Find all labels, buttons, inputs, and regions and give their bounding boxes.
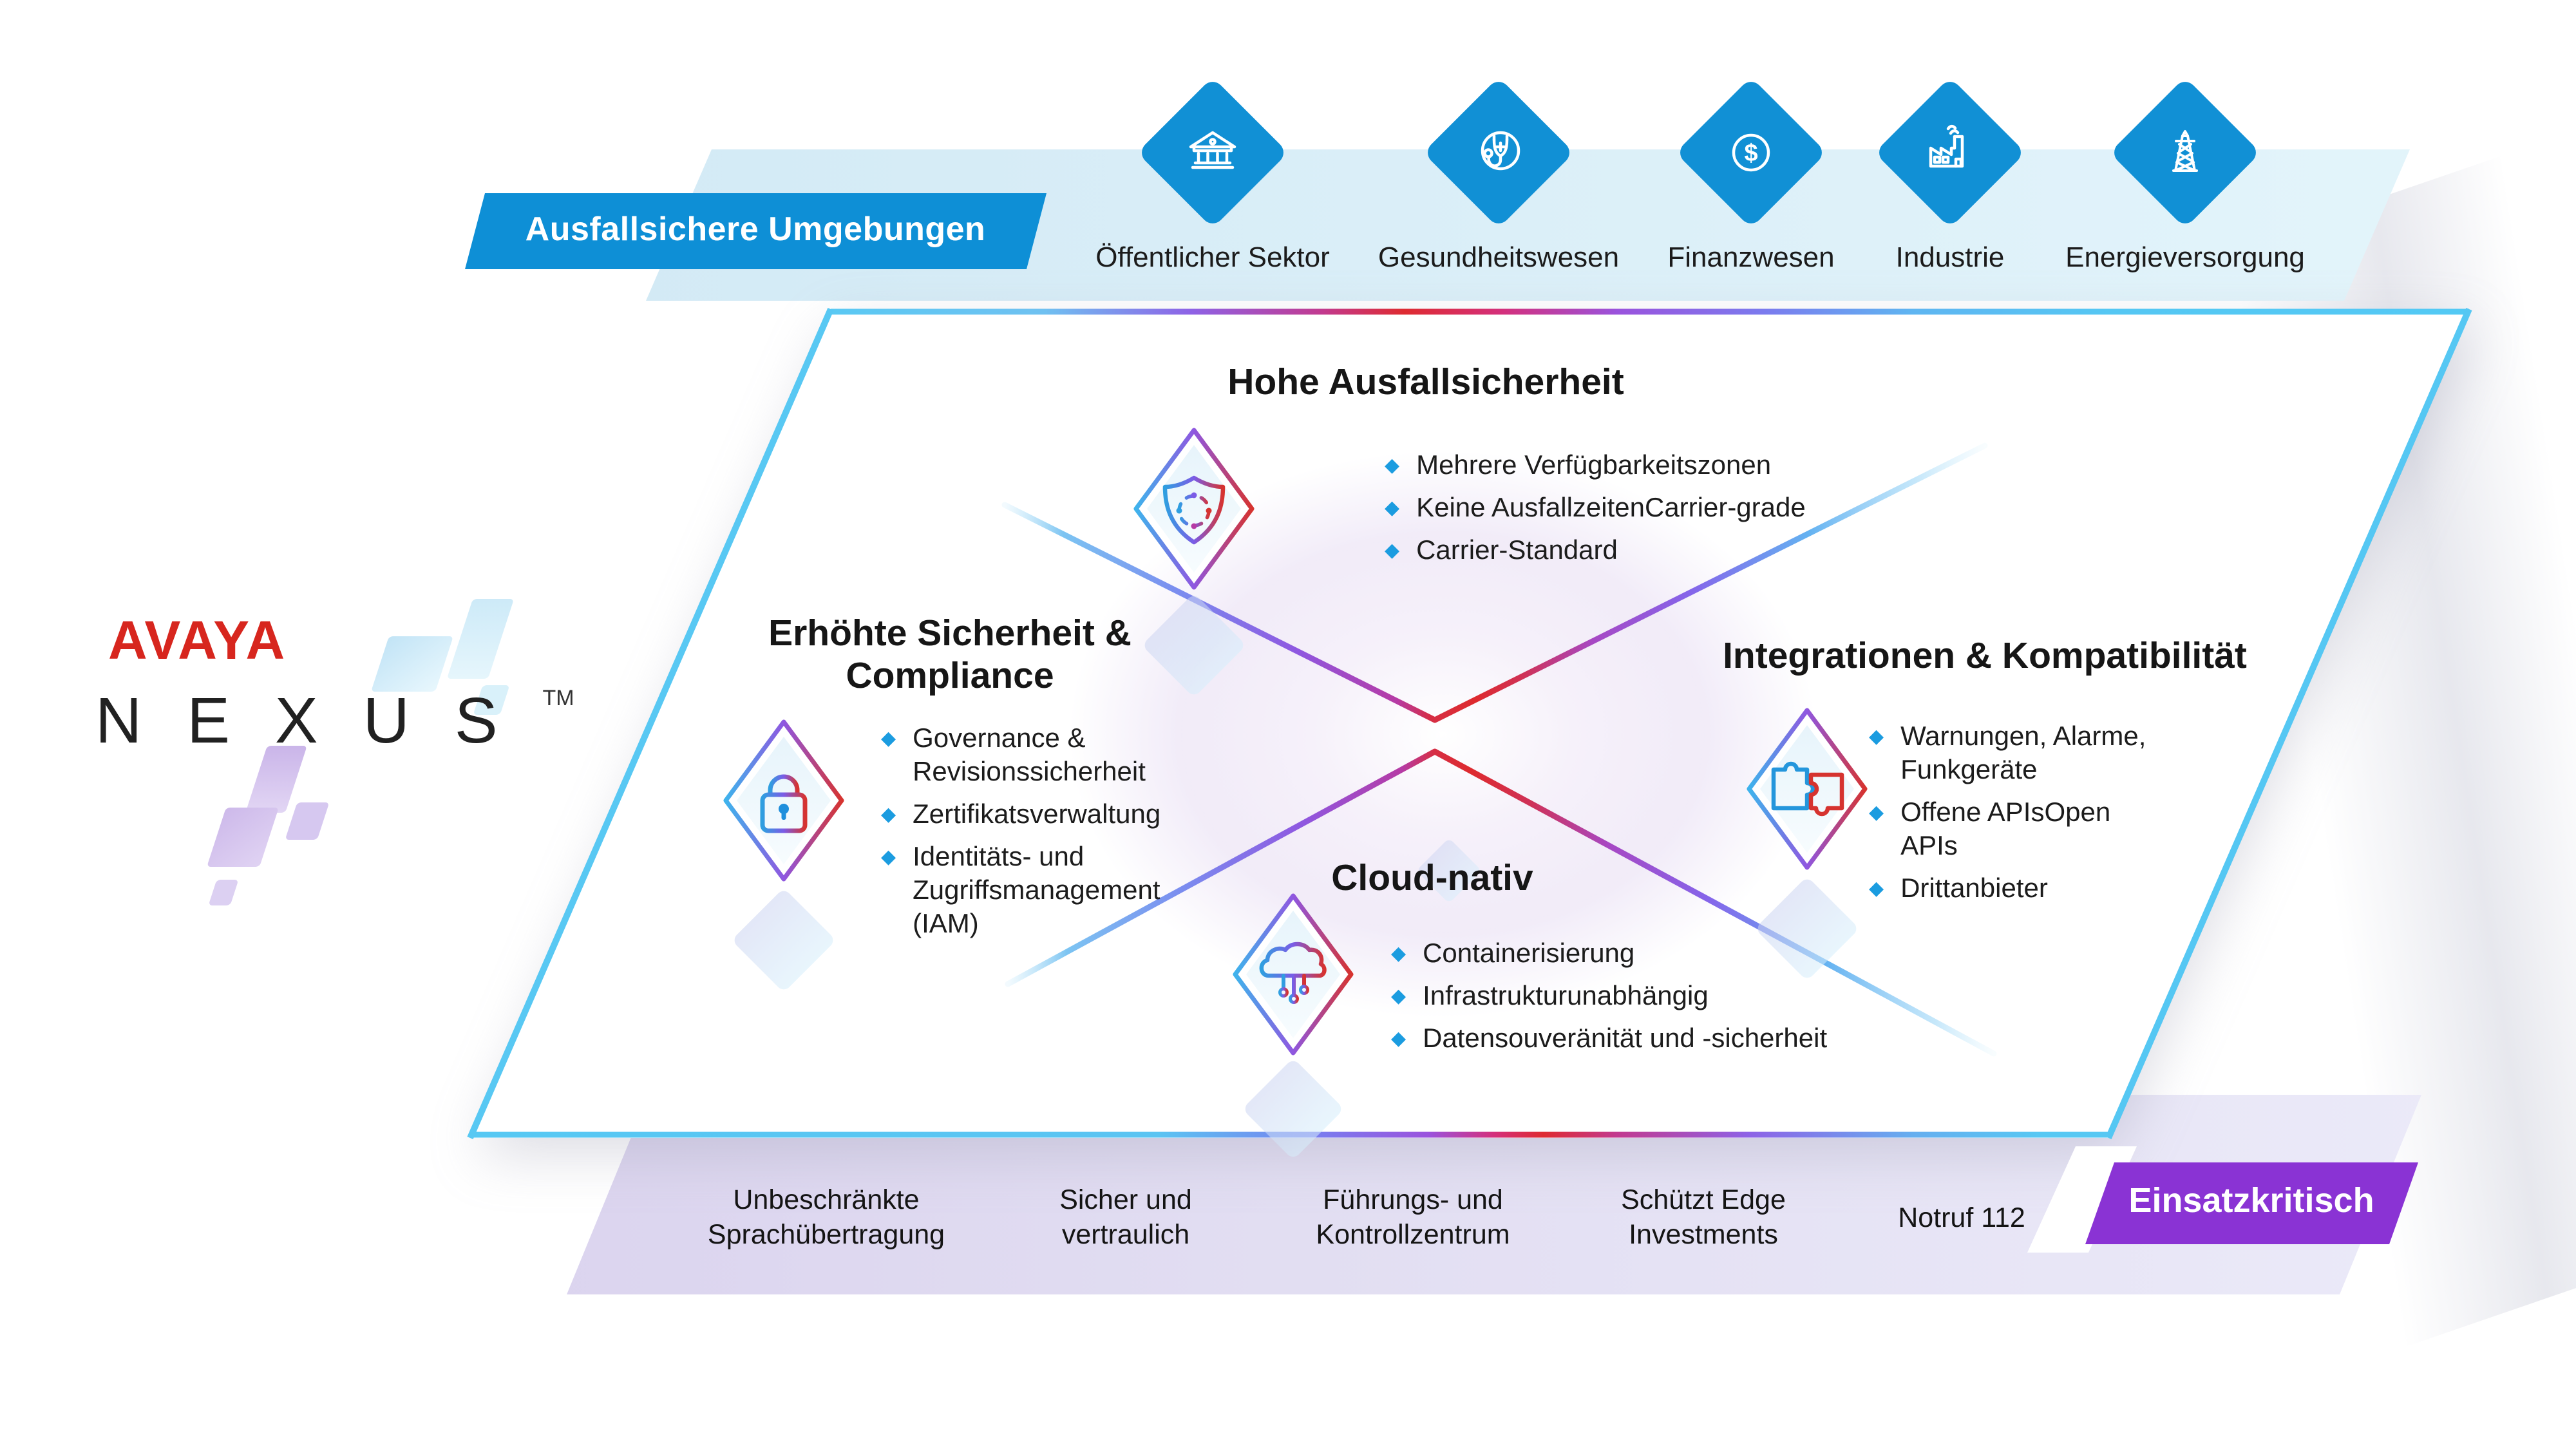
mission-critical-item: Führungs- und Kontrollzentrum — [1316, 1184, 1510, 1250]
lock-icon — [723, 719, 844, 882]
diamond-bullet-icon: ◆ — [1391, 1028, 1406, 1049]
list-item: ◆Offene APIsOpen APIs — [1869, 795, 2152, 862]
power-pylon-icon — [2172, 130, 2198, 172]
list-item: ◆Keine AusfallzeitenCarrier-grade — [1385, 491, 1887, 524]
shield-availability-icon — [1133, 428, 1255, 590]
chevron-top — [1001, 442, 1988, 723]
resilience-bullet-list: ◆Mehrere Verfügbarkeitszonen ◆Keine Ausf… — [1385, 448, 1887, 576]
panel-border-right — [2105, 308, 2472, 1139]
list-item: ◆Datensouveränität und -sicherheit — [1391, 1021, 1906, 1055]
mission-critical-item: Schützt Edge Investments — [1621, 1184, 1786, 1250]
list-item: ◆Drittanbieter — [1869, 871, 2152, 905]
feature-title-security: Erhöhte Sicherheit & Compliance — [768, 612, 1132, 696]
feature-title-integrations: Integrationen & Kompatibilität — [1723, 635, 2247, 676]
resilient-environments-banner-label: Ausfallsichere Umgebungen — [525, 211, 986, 248]
list-item: ◆Identitäts- und Zugriffsmanagement (IAM… — [881, 840, 1177, 940]
diamond-bullet-icon: ◆ — [1869, 802, 1884, 823]
diamond-bullet-icon: ◆ — [1869, 878, 1884, 899]
industry-label: Industrie — [1895, 242, 2005, 273]
mission-critical-item: Unbeschränkte Sprachübertragung — [707, 1184, 945, 1250]
center-glow — [1069, 451, 1816, 1018]
shadow-diamond — [1418, 840, 1480, 902]
security-bullet-list: ◆Governance & Revisionssicherheit ◆Zerti… — [881, 721, 1319, 949]
factory-icon — [1929, 124, 1964, 168]
mission-critical-banner-label: Einsatzkritisch — [2128, 1181, 2374, 1220]
avaya-logo: AVAYA — [108, 610, 287, 670]
diamond-bullet-icon: ◆ — [1385, 497, 1400, 518]
diamond-bullet-icon: ◆ — [881, 846, 896, 867]
industry-label: Energieversorgung — [2065, 242, 2305, 273]
diamond-bullet-icon: ◆ — [1391, 985, 1406, 1007]
diamond-bullet-icon: ◆ — [1391, 943, 1406, 964]
bank-icon — [1189, 131, 1236, 169]
shadow-diamond — [1245, 1061, 1341, 1157]
cloud-bullet-list: ◆Containerisierung ◆Infrastrukturunabhän… — [1391, 936, 1906, 1064]
diamond-bullet-icon: ◆ — [881, 804, 896, 825]
shadow-diamond — [1757, 879, 1857, 978]
list-item: ◆Containerisierung — [1391, 936, 1906, 970]
feature-title-cloud: Cloud-nativ — [1331, 857, 1533, 898]
trademark-symbol: TM — [542, 686, 574, 710]
dollar-icon: $ — [1732, 133, 1770, 172]
list-item: ◆Warnungen, Alarme, Funkgeräte — [1869, 719, 2152, 786]
industry-label: Gesundheitswesen — [1378, 242, 1620, 273]
feature-title-resilience: Hohe Ausfallsicherheit — [1227, 361, 1624, 402]
list-item: ◆Mehrere Verfügbarkeitszonen — [1385, 448, 1887, 482]
puzzle-icon — [1747, 708, 1868, 870]
mission-critical-item: Sicher und vertraulich — [1059, 1184, 1192, 1250]
list-item: ◆Carrier-Standard — [1385, 533, 1887, 567]
diamond-bullet-icon: ◆ — [881, 728, 896, 749]
industry-label: Öffentlicher Sektor — [1095, 242, 1330, 273]
mission-critical-banner — [2085, 1162, 2418, 1244]
mission-critical-item: Notruf 112 — [1898, 1202, 2025, 1233]
dollar-glyph: $ — [1744, 140, 1757, 167]
stethoscope-icon — [1481, 131, 1520, 171]
list-item: ◆Zertifikatsverwaltung — [881, 797, 1319, 831]
cloud-circuit-icon — [1233, 893, 1354, 1056]
industry-label: Finanzwesen — [1667, 242, 1835, 273]
diamond-bullet-icon: ◆ — [1385, 455, 1400, 476]
shadow-diamond — [734, 891, 833, 990]
resilient-environments-banner — [465, 193, 1046, 269]
integrations-bullet-list: ◆Warnungen, Alarme, Funkgeräte ◆Offene A… — [1869, 719, 2152, 914]
diamond-bullet-icon: ◆ — [1385, 540, 1400, 561]
panel-border-left — [467, 308, 834, 1139]
nexus-logo: NEXUSTM — [95, 685, 574, 757]
diamond-bullet-icon: ◆ — [1869, 726, 1884, 747]
shadow-diamond — [1144, 596, 1244, 695]
list-item: ◆Infrastrukturunabhängig — [1391, 979, 1906, 1012]
list-item: ◆Governance & Revisionssicherheit — [881, 721, 1319, 788]
